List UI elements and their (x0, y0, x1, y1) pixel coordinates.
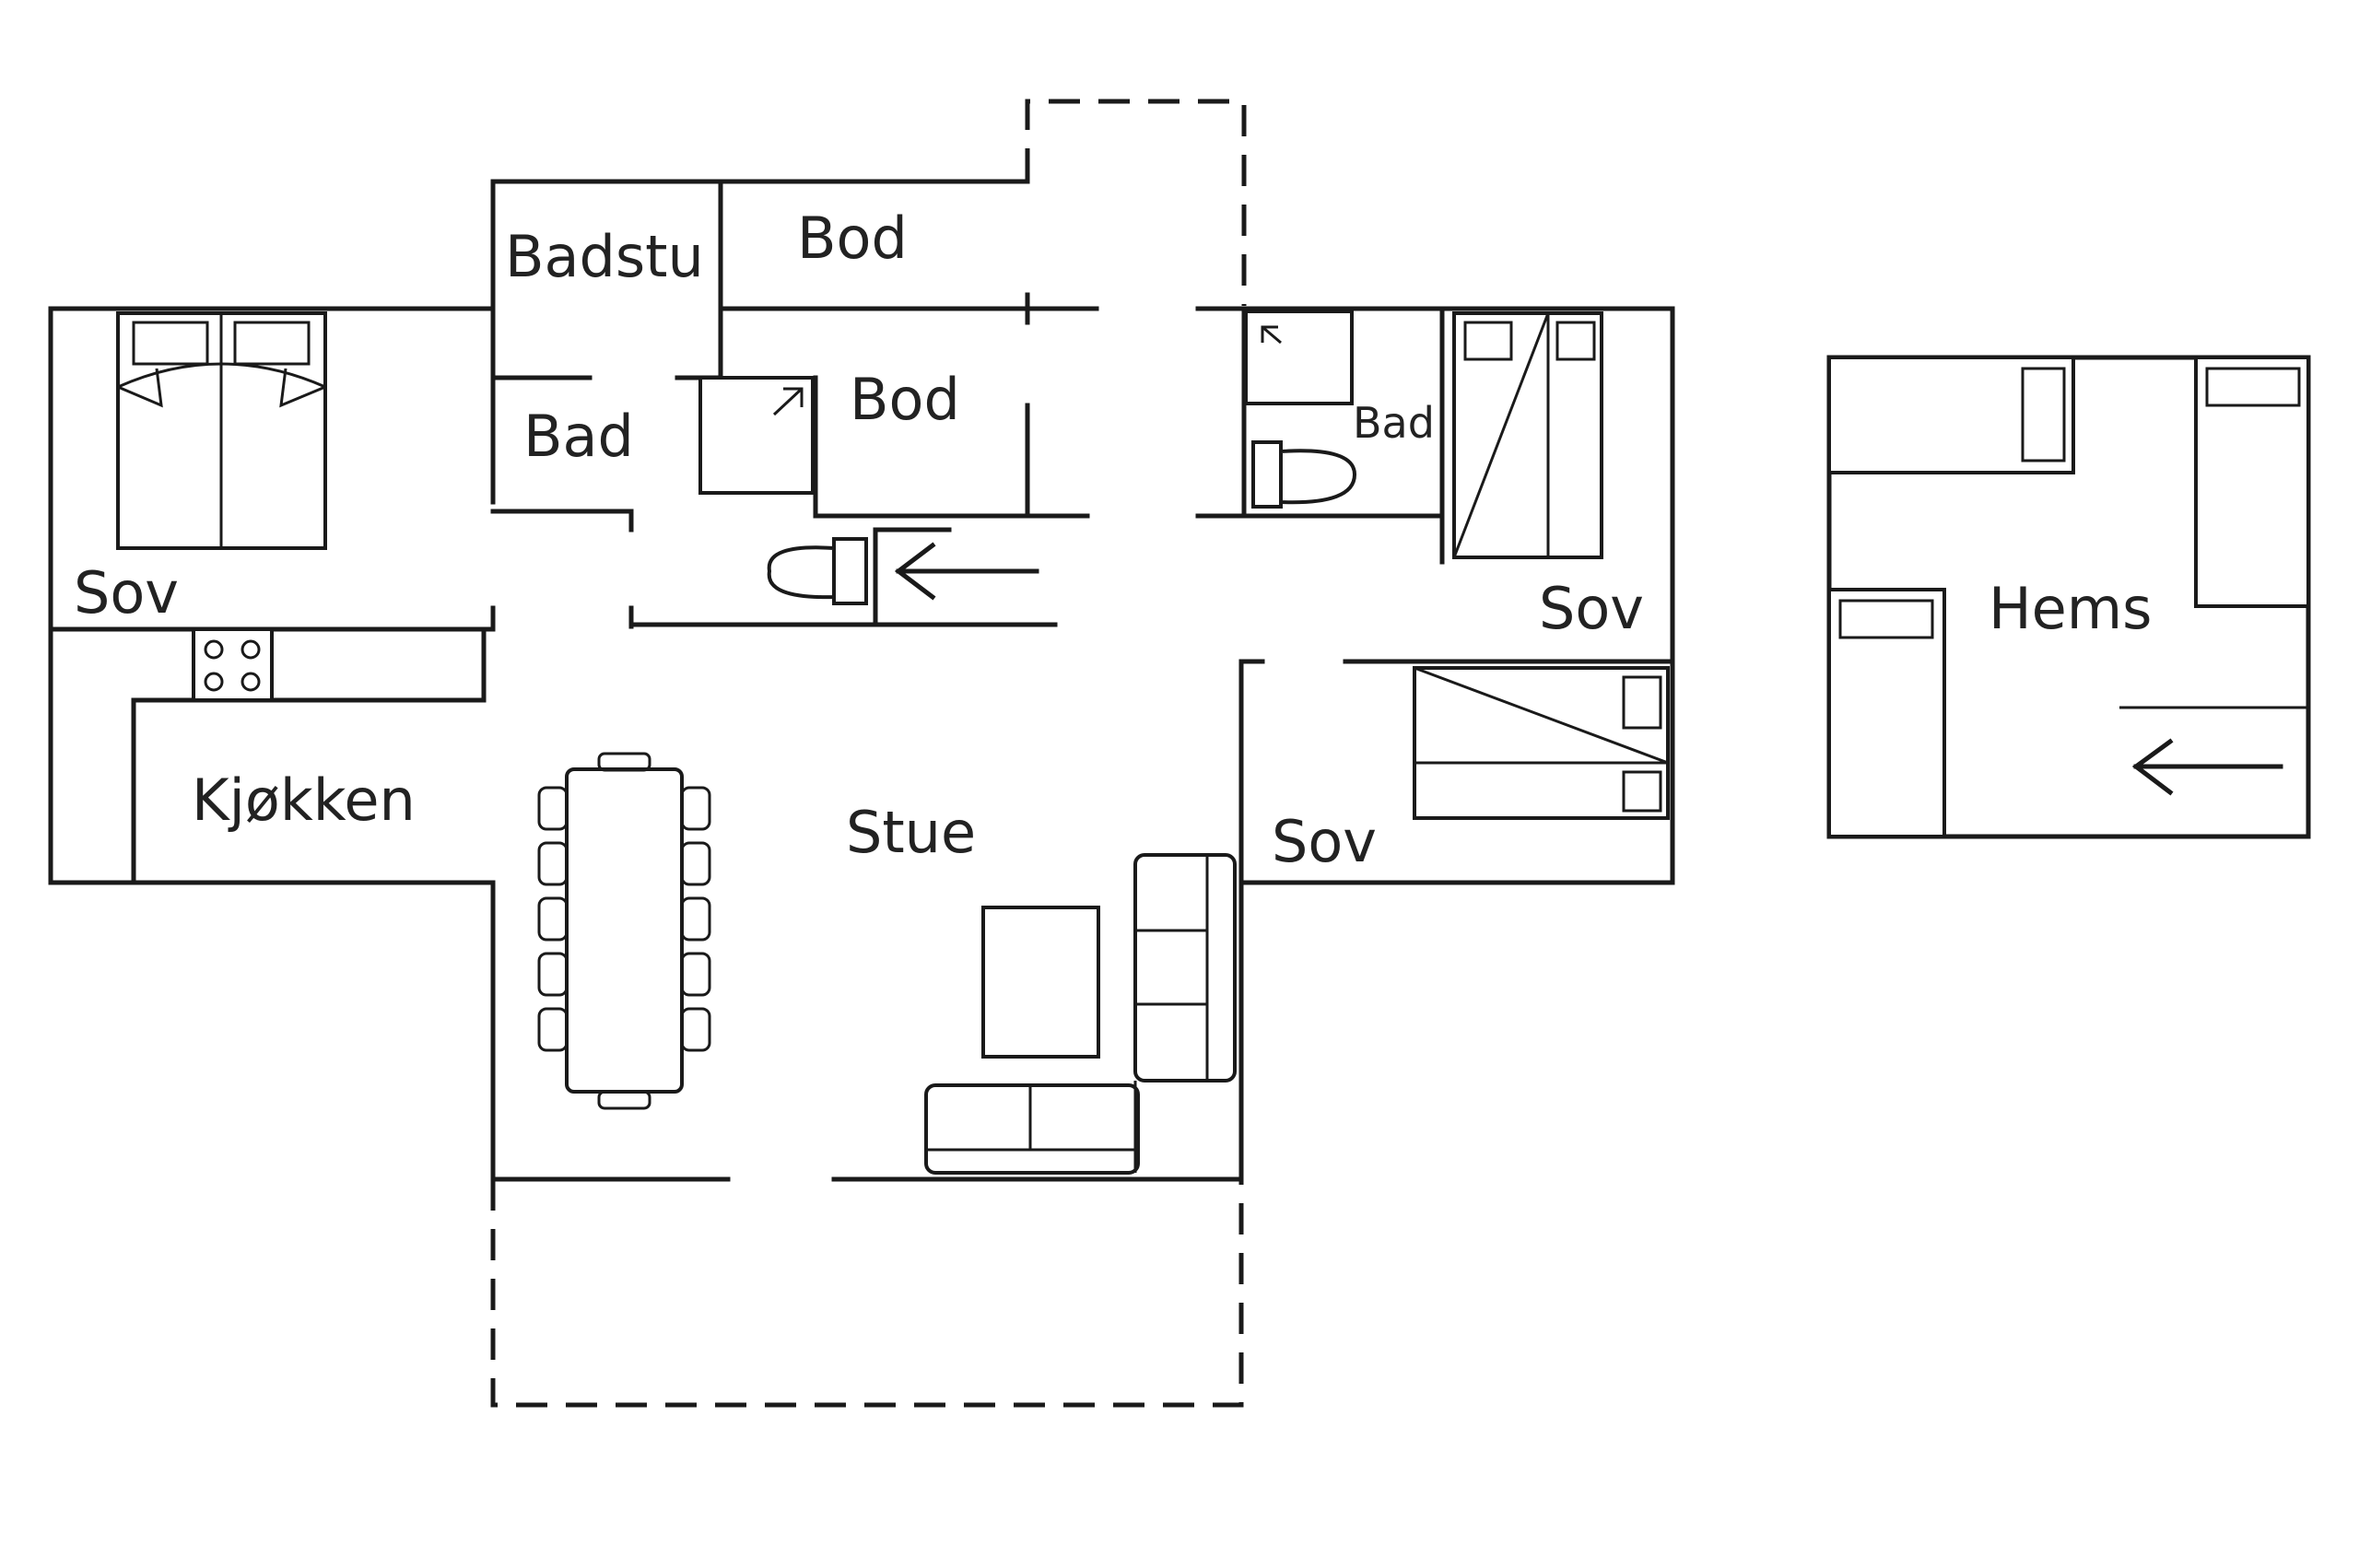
hems-loft (1826, 355, 2311, 839)
single-bed-icon (1827, 356, 2075, 474)
dashed-outlines (490, 99, 1247, 1408)
room-label-bad-left: Bad (523, 403, 634, 470)
sofa-icon (924, 853, 1237, 1175)
room-label-badstu: Badstu (505, 223, 704, 290)
room-label-sov-right-lower: Sov (1272, 808, 1377, 875)
shower-icon (1244, 310, 1354, 405)
entrance-dashed-outline (1025, 99, 1247, 306)
room-label-bod-top: Bod (797, 205, 908, 272)
room-label-sov-left: Sov (74, 559, 179, 626)
room-label-hems: Hems (1989, 575, 2152, 642)
room-label-stue: Stue (846, 799, 976, 866)
single-bed-icon (1452, 311, 1603, 559)
room-labels: Badstu Bod Bod Bad Bad Sov Sov Sov Kjøkk… (74, 205, 2152, 875)
room-label-bad-right: Bad (1353, 398, 1435, 448)
coffee-table (981, 906, 1100, 1059)
toilet-icon (1251, 440, 1357, 509)
stove-icon (192, 627, 274, 702)
shower-icon (698, 376, 815, 495)
room-label-kjokken: Kjøkken (192, 766, 416, 834)
terrace-dashed-outline (490, 1179, 1244, 1408)
double-bed-icon (116, 311, 327, 550)
interior-walls (48, 179, 1675, 885)
single-bed-icon (1413, 666, 1670, 820)
exterior-walls (48, 179, 1675, 1182)
arrow-left-icon (2131, 738, 2283, 796)
dining-table-icon (537, 752, 711, 1110)
room-label-sov-right-upper: Sov (1539, 575, 1644, 642)
single-bed-icon (2194, 356, 2310, 608)
single-bed-icon (1827, 588, 1946, 838)
toilet-icon (767, 537, 868, 605)
arrow-left-icon (894, 542, 1039, 601)
room-label-bod-mid: Bod (850, 366, 960, 433)
